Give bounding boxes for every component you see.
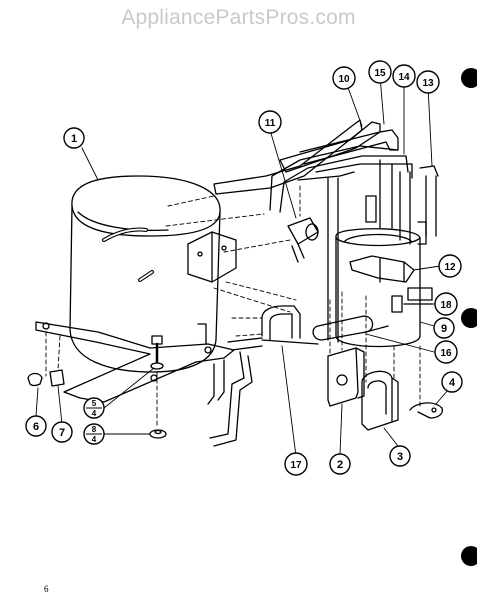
callout-6: 6 — [25, 415, 47, 437]
discharge-tube — [261, 305, 319, 345]
tube-assembly — [327, 159, 437, 343]
svg-text:1: 1 — [71, 133, 77, 145]
callout-1: 1 — [63, 127, 85, 149]
registration-mark-top — [461, 68, 477, 88]
svg-text:4: 4 — [92, 409, 97, 418]
upper-tube-bundle — [213, 119, 439, 213]
svg-text:14: 14 — [398, 72, 410, 83]
svg-text:9: 9 — [441, 323, 447, 335]
mount-bracket — [327, 347, 365, 407]
svg-text:8: 8 — [92, 425, 97, 434]
svg-text:17: 17 — [290, 460, 302, 471]
callout-7: 7 — [51, 421, 73, 443]
callout-16: 16 — [434, 340, 458, 364]
svg-text:2: 2 — [337, 459, 343, 471]
svg-text:5: 5 — [92, 399, 97, 408]
svg-text:16: 16 — [440, 348, 452, 359]
callout-11: 11 — [258, 110, 282, 134]
svg-text:18: 18 — [440, 300, 452, 311]
callout-13: 13 — [416, 70, 440, 94]
registration-mark-bottom — [461, 546, 477, 566]
callout-15: 15 — [368, 60, 392, 84]
callout-10: 10 — [332, 66, 356, 90]
svg-text:6: 6 — [33, 421, 39, 433]
svg-text:13: 13 — [422, 78, 434, 89]
page-number: 6 — [44, 584, 49, 594]
retaining-clip — [409, 402, 444, 419]
mounting-bolt — [150, 335, 164, 370]
grommet-part — [27, 369, 65, 387]
mounting-base — [35, 321, 235, 403]
compressor — [69, 175, 221, 373]
svg-text:4: 4 — [92, 435, 97, 444]
callout-fraction-2: 8 4 — [83, 423, 105, 445]
registration-mark-middle — [461, 308, 477, 328]
washer — [149, 429, 167, 439]
terminal-cover — [361, 370, 399, 431]
drier-fitting — [349, 255, 433, 301]
svg-text:11: 11 — [265, 118, 276, 129]
lower-tubes — [207, 337, 263, 447]
callout-fraction-1: 5 4 — [83, 397, 105, 419]
svg-text:3: 3 — [397, 451, 403, 463]
callout-14: 14 — [392, 64, 416, 88]
svg-text:15: 15 — [374, 68, 386, 79]
callout-18: 18 — [434, 292, 458, 316]
valve — [287, 217, 319, 263]
svg-text:10: 10 — [338, 74, 350, 85]
callout-12: 12 — [438, 254, 462, 278]
svg-text:7: 7 — [59, 427, 65, 439]
svg-text:4: 4 — [449, 377, 456, 389]
terminal-bracket — [187, 231, 237, 283]
callout-4: 4 — [441, 371, 463, 393]
phantom-lines — [45, 185, 421, 429]
leader-lines — [35, 75, 449, 457]
callout-17: 17 — [284, 452, 308, 476]
callout-3: 3 — [389, 445, 411, 467]
callout-2: 2 — [329, 453, 351, 475]
watermark: AppliancePartsPros.com — [121, 6, 356, 29]
receiver-tank — [335, 228, 421, 348]
svg-text:12: 12 — [444, 262, 456, 273]
callout-9: 9 — [433, 317, 455, 339]
